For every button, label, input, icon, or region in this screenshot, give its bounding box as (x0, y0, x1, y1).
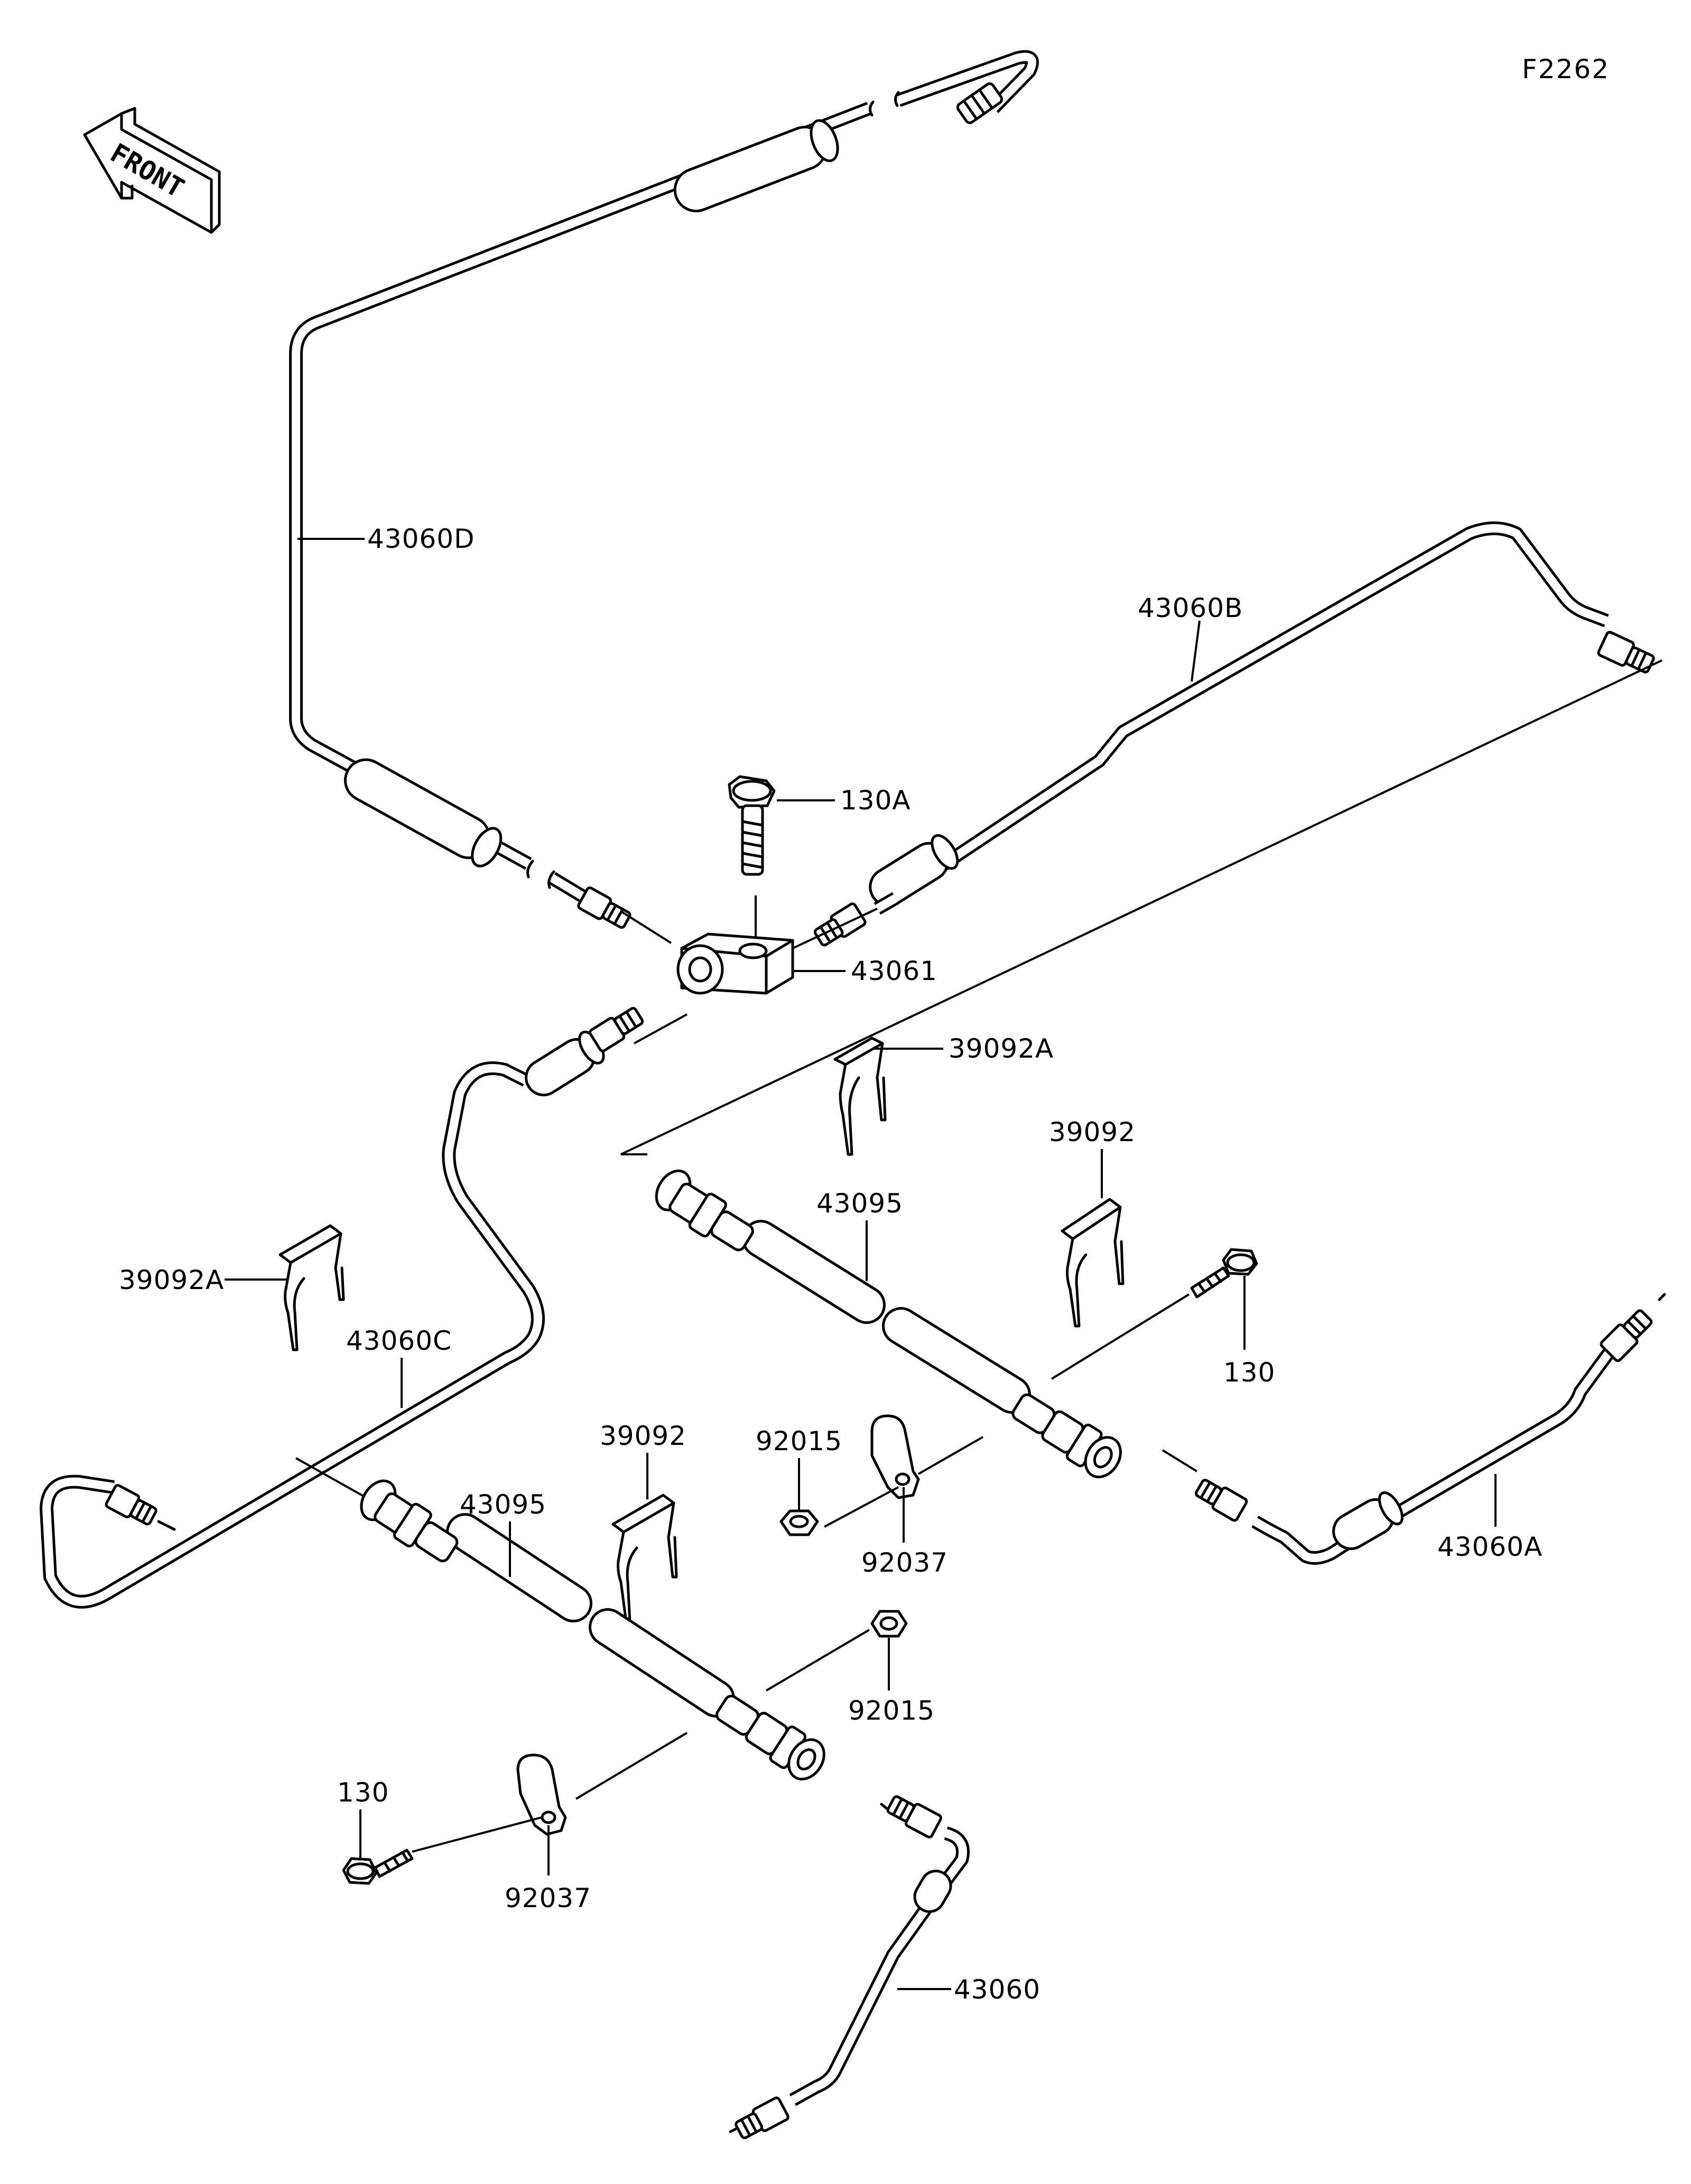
label-39092A-top: 39092A (949, 1033, 1054, 1064)
nut-92015-top (779, 1509, 819, 1536)
brake-pipe-43060C (40, 1006, 644, 1609)
label-92037-left: 92037 (505, 1883, 591, 1914)
bolt-130-right (1190, 1248, 1258, 1299)
label-43095-right: 43095 (816, 1188, 903, 1219)
clamp-92037-right (870, 1414, 920, 1499)
label-43060D: 43060D (367, 524, 475, 554)
label-39092-right: 39092 (1049, 1117, 1136, 1147)
clip-39092-mid (611, 1494, 678, 1623)
label-130A: 130A (840, 785, 911, 816)
label-43060B: 43060B (1138, 593, 1243, 623)
label-130-left: 130 (337, 1777, 389, 1808)
label-43060C: 43060C (346, 1326, 452, 1356)
brake-hose-43095-left (360, 1479, 825, 1781)
clip-39092-right (1061, 1198, 1125, 1328)
label-43095-left: 43095 (460, 1489, 546, 1520)
bolt-130A (728, 775, 776, 876)
reference-line-43060B (620, 659, 1662, 1155)
clip-39092A-left (278, 1224, 345, 1351)
nut-92015-bottom (870, 1610, 908, 1638)
label-39092-mid: 39092 (600, 1421, 686, 1451)
label-130-right: 130 (1223, 1357, 1275, 1388)
figure-code: F2262 (1522, 54, 1610, 85)
clamp-92037-left (516, 1753, 567, 1836)
brake-pipe-43060A (1195, 1293, 1666, 1565)
brake-hose-43095-right (655, 1169, 1122, 1479)
label-43061: 43061 (851, 956, 937, 986)
brake-pipe-43060B (813, 521, 1655, 947)
clip-39092A-top (833, 1037, 887, 1156)
brake-pipe-43060 (729, 1795, 970, 2140)
bolt-130-left (342, 1849, 414, 1885)
brake-pipe-43060D (289, 50, 1039, 929)
label-39092A-left: 39092A (119, 1265, 224, 1295)
front-direction-arrow-icon: FRONT (83, 107, 221, 234)
label-43060A: 43060A (1437, 1532, 1543, 1562)
label-92037-right: 92037 (861, 1547, 948, 1578)
label-92015-bottom: 92015 (848, 1695, 935, 1726)
pipe-joint-43061 (676, 932, 794, 995)
label-43060: 43060 (954, 1974, 1040, 2005)
label-92015-top: 92015 (756, 1426, 842, 1457)
